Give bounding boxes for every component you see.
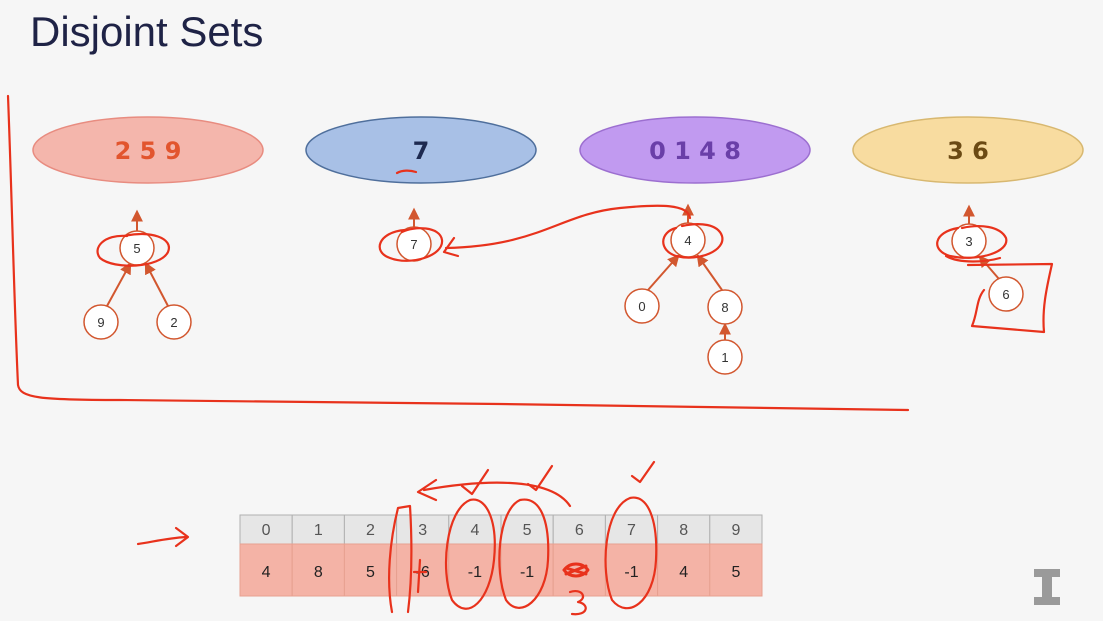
node-1 [707,339,743,375]
node-9 [83,304,119,340]
ink-union-arrow [444,204,692,250]
table-value-cell [343,543,398,597]
table-index-label: 3 [418,522,427,539]
node-label: 6 [1002,287,1009,302]
ink-circle-7 [378,227,444,262]
table-value-label: -1 [624,564,638,581]
table-value-cell [552,543,606,597]
table-index-cell [343,514,398,545]
table-value-cell [604,543,659,597]
ink-box-6 [966,262,1054,334]
node-label: 5 [133,241,140,256]
table-value-cell [239,543,293,597]
ink-check-4 [460,468,490,496]
table-value-label: 8 [314,564,323,581]
table-value-cell [500,543,554,597]
ink-check-7 [630,460,656,484]
ink-circle-3 [936,225,1008,259]
ink-digit-under-6 [568,590,587,616]
node-8 [707,289,743,325]
table-value-label: 5 [731,564,740,581]
table-value-label: 4 [262,564,271,581]
ink-circle-4 [662,223,724,259]
table-value-label: 5 [366,564,375,581]
table-index-cell [657,514,711,545]
table-index-cell [448,514,502,545]
ink-underline-7 [395,169,418,175]
table-index-label: 9 [731,522,740,539]
ink-circle-7-cell [604,496,658,610]
set-ellipse [32,116,264,184]
ink-box-3 [388,504,413,614]
node-label: 7 [410,237,417,252]
edge-8-4 [696,254,723,291]
set-7: 7 [305,116,537,184]
node-label: 0 [638,299,645,314]
table-value-cell [291,543,345,597]
edge-9-5 [106,261,132,307]
node-2 [156,304,192,340]
set-0-1-4-8: 0 1 4 8 [579,116,811,184]
table-value-label: -1 [520,564,534,581]
table-index-label: 1 [314,522,323,539]
ink-divider [6,94,910,412]
set-label: 7 [413,137,430,165]
table-index-label: 2 [366,522,375,539]
ink-check-5 [526,464,554,492]
node-label: 2 [170,315,177,330]
ink-arrow-6-to-3 [416,478,572,508]
ink-circle-5 [96,232,171,267]
set-3-6: 3 6 [852,116,1084,184]
table-value-cell [709,543,763,597]
edge-2-5 [144,261,169,307]
block-i-logo [1034,569,1060,605]
table-value-label: 4 [679,564,688,581]
table-index-cell [239,514,293,545]
node-label: 3 [965,234,972,249]
table-index-cell [709,514,763,545]
node-label: 8 [721,300,728,315]
ink-scribble-6 [562,562,590,578]
set-2-5-9: 2 5 9 [32,116,264,184]
ink-circle-4-cell [444,498,496,610]
page-title: Disjoint Sets [30,8,264,55]
table-index-cell [552,514,606,545]
table-value-cell [657,543,711,597]
node-6 [988,276,1024,312]
table-index-label: 0 [262,522,271,539]
table-index-label: 7 [627,522,636,539]
table-header-row: 0 1 2 3 4 5 6 7 8 9 [239,514,763,545]
ink-strike-3 [412,558,428,594]
table-index-label: 6 [575,522,584,539]
ink-arrowhead-7 [442,236,460,258]
set-ellipse [852,116,1084,184]
set-label: 0 1 4 8 [649,137,741,165]
tree-nodes [83,222,1024,375]
node-label: 9 [97,315,104,330]
table-index-label: 4 [470,522,479,539]
table-index-label: 8 [679,522,688,539]
set-ellipse [579,116,811,184]
table-index-label: 5 [523,522,532,539]
edge-0-4 [647,254,680,291]
node-0 [624,288,660,324]
ink-scribble-3 [944,254,1002,263]
ink-pointer-arrow [136,526,190,548]
set-label: 3 6 [947,137,989,165]
node-label: 1 [721,350,728,365]
set-label: 2 5 9 [115,137,182,165]
node-label: 4 [684,233,691,248]
ink-annotations [6,94,1054,616]
table-value-label: -1 [468,564,482,581]
ink-circle-5-cell [498,498,550,609]
set-ellipse [305,116,537,184]
